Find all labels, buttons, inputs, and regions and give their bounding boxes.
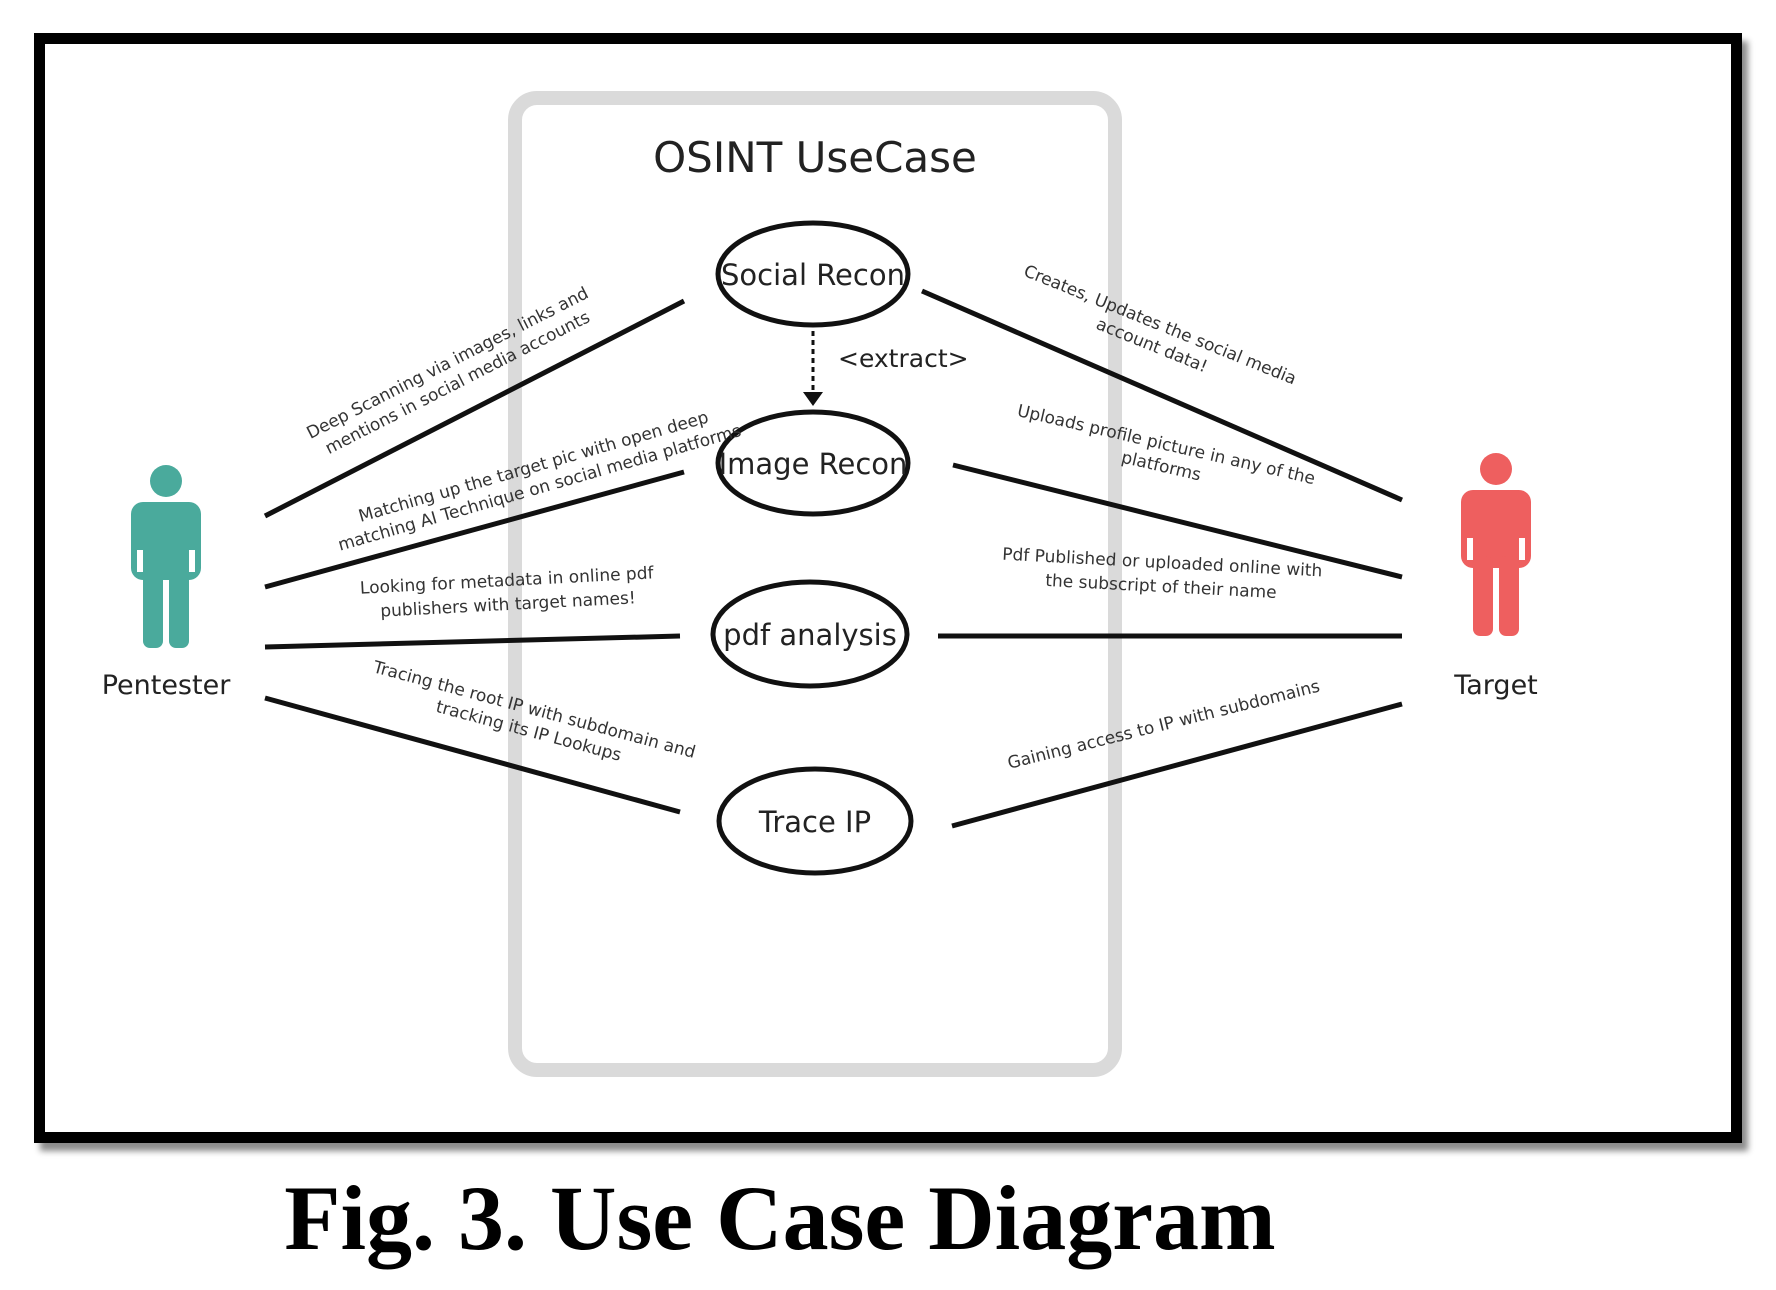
pentester-actor-icon	[131, 465, 201, 648]
use-case-label: Social Recon	[721, 258, 905, 292]
association-pentester-pdf-analysis	[264, 633, 681, 650]
target-label: Target	[1453, 670, 1538, 701]
svg-text:Tracing the root IP with subdo: Tracing the root IP with subdomain and	[370, 657, 698, 763]
edge-label-pentester-pdf-analysis: Looking for metadata in online pdf publi…	[360, 563, 655, 621]
svg-text:Creates, Updates the social me: Creates, Updates the social media	[1021, 261, 1299, 389]
association-target-social-recon	[921, 288, 1403, 503]
use-case-pdf-analysis: pdf analysis	[710, 579, 910, 689]
system-title: OSINT UseCase	[653, 133, 977, 182]
use-case-image-recon: Image Recon	[715, 409, 911, 517]
target-actor-icon	[1461, 453, 1531, 636]
edge-label-pentester-social-recon: Deep Scanning via images, links and ment…	[304, 283, 594, 459]
system-boundary	[508, 91, 1122, 1077]
use-case-label: Image Recon	[719, 447, 908, 481]
edge-label-target-trace-ip: Gaining access to IP with subdomains	[1006, 677, 1322, 774]
association-pentester-image-recon	[264, 469, 685, 590]
svg-text:mentions in social media accou: mentions in social media accounts	[322, 307, 593, 459]
svg-text:matching AI Technique on socia: matching AI Technique on social media pl…	[336, 421, 744, 556]
use-case-diagram: OSINT UseCase <extract> Social Recon Ima…	[102, 91, 1538, 1077]
association-target-image-recon	[952, 462, 1403, 580]
edge-label-target-image-recon: Uploads profile picture in any of the pl…	[1015, 401, 1317, 489]
edge-label-target-pdf-analysis: Pdf Published or uploaded online with th…	[1002, 545, 1323, 603]
use-case-label: pdf analysis	[723, 618, 897, 652]
extract-arrowhead	[803, 392, 823, 406]
figure-caption: Fig. 3. Use Case Diagram	[284, 1167, 1276, 1269]
use-case-trace-ip: Trace IP	[716, 766, 914, 876]
svg-text:Gaining access to IP with subd: Gaining access to IP with subdomains	[1006, 677, 1322, 774]
edge-label-target-social-recon: Creates, Updates the social media accoun…	[1021, 261, 1299, 389]
use-case-label: Trace IP	[758, 805, 871, 839]
association-target-trace-ip	[951, 701, 1403, 829]
svg-text:Matching up the target pic wit: Matching up the target pic with open dee…	[356, 408, 710, 527]
diagram-frame	[34, 33, 1742, 1143]
pentester-label: Pentester	[102, 670, 232, 701]
extract-label: <extract>	[838, 344, 969, 373]
use-case-social-recon: Social Recon	[715, 220, 911, 328]
association-pentester-trace-ip	[264, 695, 681, 815]
edge-label-pentester-trace-ip: Tracing the root IP with subdomain and t…	[370, 657, 698, 766]
association-pentester-social-recon	[263, 298, 686, 519]
